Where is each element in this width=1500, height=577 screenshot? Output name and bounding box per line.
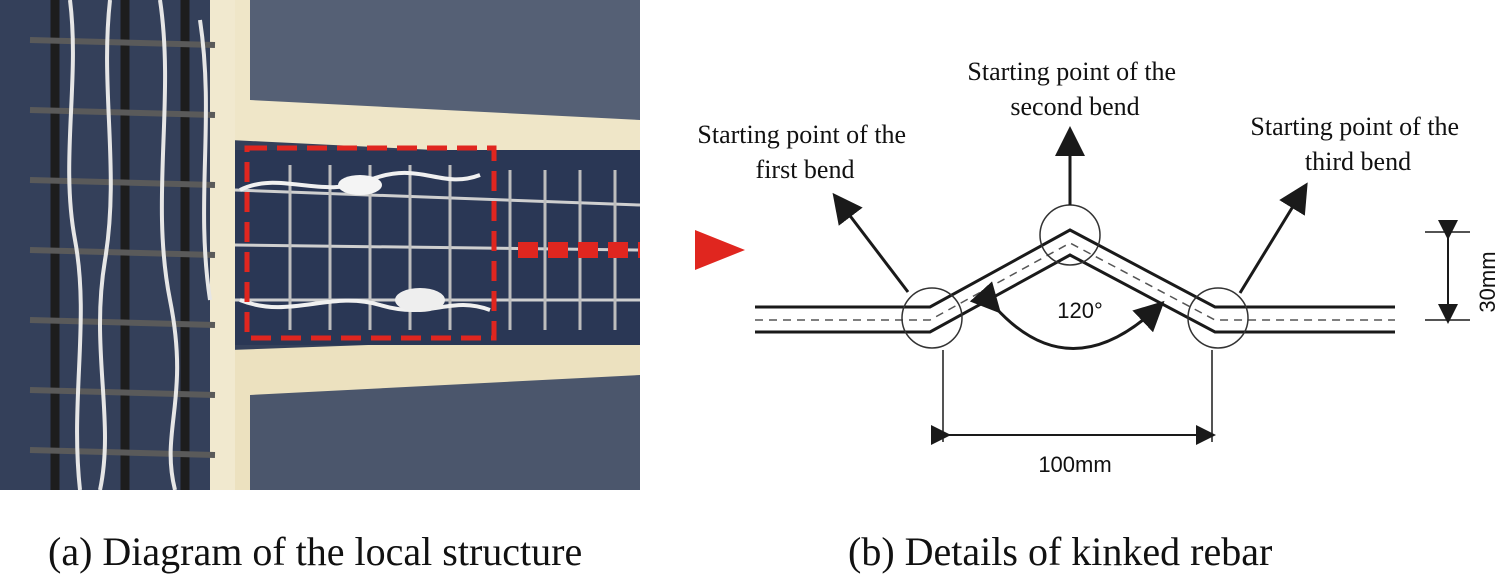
third-bend-label: Starting point of the third bend — [1250, 112, 1465, 176]
third-bend-circle — [1187, 287, 1249, 349]
kinked-rebar-diagram: 120° 100mm 30mm Starting point of the fi… — [695, 57, 1500, 477]
red-arrow — [518, 242, 640, 258]
height-dimension — [1425, 220, 1470, 324]
angle-arc — [969, 281, 1165, 350]
angle-label: 120° — [1057, 298, 1103, 323]
first-bend-arrow — [832, 192, 910, 293]
local-structure-photo — [0, 0, 640, 490]
height-label: 30mm — [1475, 251, 1500, 312]
second-bend-label: Starting point of the second bend — [967, 57, 1182, 121]
first-bend-circle — [901, 287, 963, 349]
third-bend-arrow — [1238, 182, 1308, 294]
first-bend-label: Starting point of the first bend — [697, 120, 912, 184]
highlight-box — [244, 145, 497, 341]
width-label: 100mm — [1038, 452, 1111, 477]
red-arrow-head — [695, 230, 745, 270]
caption-a: (a) Diagram of the local structure — [48, 529, 583, 574]
width-dimension — [931, 350, 1216, 445]
caption-b: (b) Details of kinked rebar — [848, 529, 1273, 574]
rebar — [755, 228, 1395, 334]
